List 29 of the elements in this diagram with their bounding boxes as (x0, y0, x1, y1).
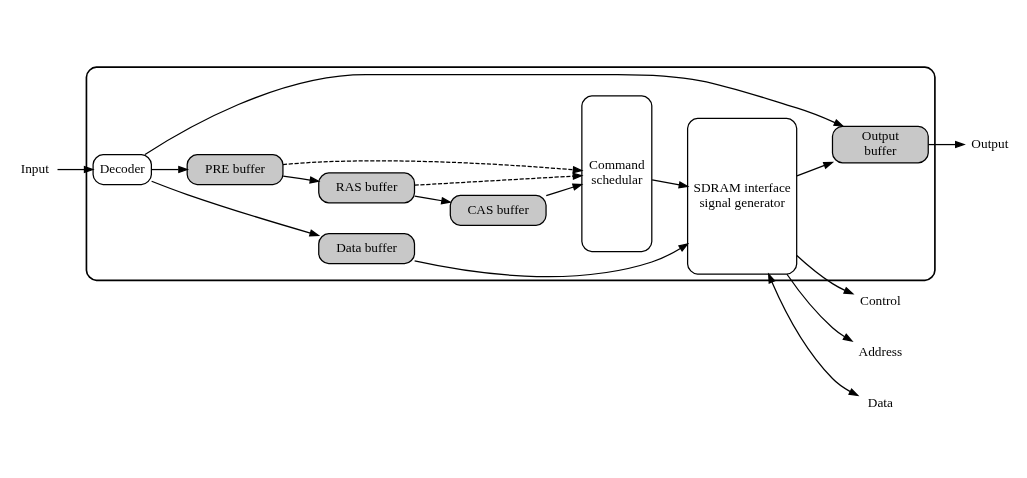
arrow (785, 273, 854, 342)
arrow (143, 73, 844, 155)
arrow (795, 161, 834, 176)
arrow (413, 194, 452, 204)
arrow (795, 254, 854, 294)
node-box: PRE buffer (186, 153, 284, 185)
node-box: Output buffer (831, 125, 929, 164)
node-box: Data buffer (317, 232, 415, 264)
arrow (282, 175, 320, 184)
node-box: RAS buffer (317, 171, 415, 203)
node-text: Input (20, 160, 49, 176)
arrow (927, 140, 966, 148)
arrow (651, 178, 689, 189)
arrow (545, 183, 583, 196)
arrow (150, 180, 320, 237)
node-box: Decoder (91, 153, 152, 185)
node-text: Data (867, 394, 893, 410)
arrow (150, 165, 189, 173)
node-text: Address (858, 343, 902, 359)
arrow (413, 242, 689, 277)
node-text: Control (859, 292, 901, 308)
node-text: Output (970, 135, 1008, 151)
node-box: CAS buffer (449, 194, 547, 226)
node-box: SDRAM interface signal generator (686, 117, 797, 275)
arrow (413, 171, 584, 186)
arrow (281, 159, 584, 174)
arrow (56, 165, 95, 173)
arrow (767, 272, 859, 396)
node-box: Command schedular (580, 94, 652, 252)
